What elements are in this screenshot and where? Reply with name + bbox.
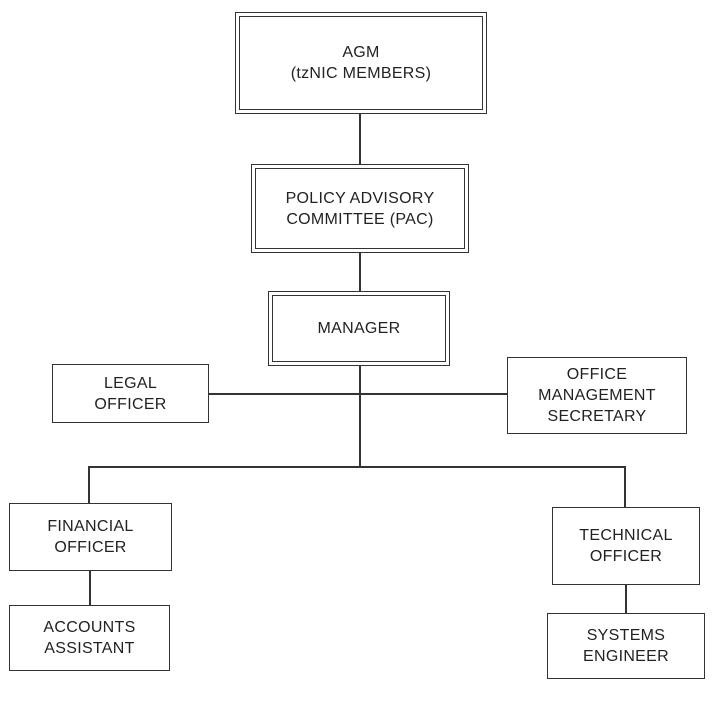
node-accounts-assistant-label: ACCOUNTS ASSISTANT [43, 619, 136, 657]
edge-to-financial-officer [88, 466, 90, 504]
edge-to-technical-officer [624, 468, 626, 508]
node-legal-officer-label: LEGAL OFFICER [94, 374, 167, 413]
node-office-management-secretary-label: OFFICE MANAGEMENT SECRETARY [538, 366, 656, 425]
node-technical-officer-label: TECHNICAL OFFICER [579, 527, 673, 565]
node-accounts-assistant: ACCOUNTS ASSISTANT [9, 605, 170, 671]
edge-pac-manager [359, 252, 361, 292]
node-agm: AGM (tzNIC MEMBERS) [235, 12, 487, 114]
edge-technical-systems [625, 584, 627, 614]
edge-manager-departments [88, 466, 626, 468]
node-systems-engineer-label: SYSTEMS ENGINEER [583, 627, 669, 665]
node-systems-engineer: SYSTEMS ENGINEER [547, 613, 705, 679]
node-financial-officer-label: FINANCIAL OFFICER [47, 518, 134, 556]
node-manager: MANAGER [268, 291, 450, 366]
edge-manager-staff [208, 393, 508, 395]
edge-agm-pac [359, 113, 361, 165]
node-pac-label: POLICY ADVISORY COMMITTEE (PAC) [285, 189, 435, 228]
edge-manager-trunk [359, 365, 361, 467]
node-technical-officer: TECHNICAL OFFICER [552, 507, 700, 585]
node-office-management-secretary: OFFICE MANAGEMENT SECRETARY [507, 357, 687, 434]
edge-financial-accounts [89, 570, 91, 606]
node-manager-label: MANAGER [317, 320, 401, 337]
node-agm-label: AGM (tzNIC MEMBERS) [290, 44, 432, 82]
node-financial-officer: FINANCIAL OFFICER [9, 503, 172, 571]
node-legal-officer: LEGAL OFFICER [52, 364, 209, 423]
node-pac: POLICY ADVISORY COMMITTEE (PAC) [251, 164, 469, 253]
